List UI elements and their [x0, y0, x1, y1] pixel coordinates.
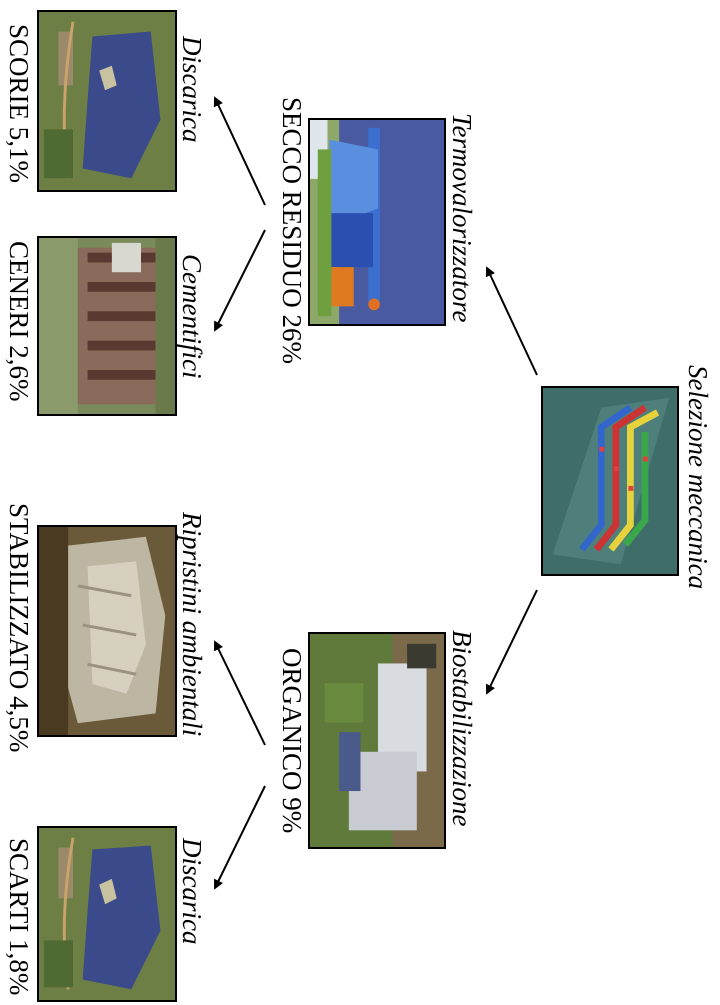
arrow-root-to-bottom: [485, 589, 538, 695]
arrow-top-to-ceneri: [214, 229, 266, 332]
bottom-material-label: ORGANICO 9%: [277, 648, 307, 834]
biostabilization-image: [308, 632, 446, 849]
top-output-1-material: SCORIE 5,1%: [4, 24, 34, 184]
top-process-label: Termovalorizzatore: [447, 113, 477, 323]
cement-plant-image: [37, 236, 177, 416]
bottom-output-1-destination: Ripristini ambientali: [177, 512, 207, 737]
bottom-process-label: Biostabilizzazione: [447, 630, 477, 827]
top-output-1-destination: Discarica: [177, 36, 207, 143]
mechanical-sorting-image: [541, 386, 679, 576]
top-output-2-material: CENERI 2,6%: [4, 241, 34, 402]
bottom-output-2-material: SCARTI 1,8%: [4, 838, 34, 996]
arrow-bottom-to-stabilizzato: [213, 640, 266, 746]
top-output-2-destination: Cementifici: [177, 254, 207, 379]
bottom-output-2-destination: Discarica: [177, 838, 207, 945]
arrow-top-to-scorie: [213, 96, 266, 206]
root-process-label: Selezione meccanica: [683, 365, 713, 590]
bottom-output-1-material: STABILIZZATO 4,5%: [4, 503, 34, 753]
landfill-image-1: [37, 10, 177, 192]
arrow-root-to-top: [485, 266, 538, 376]
quarry-image: [37, 525, 177, 737]
waste-to-energy-image: [308, 118, 446, 326]
landfill-image-2: [37, 826, 177, 1002]
top-material-label: SECCO RESIDUO 26%: [277, 97, 307, 365]
arrow-bottom-to-scarti: [214, 785, 266, 890]
